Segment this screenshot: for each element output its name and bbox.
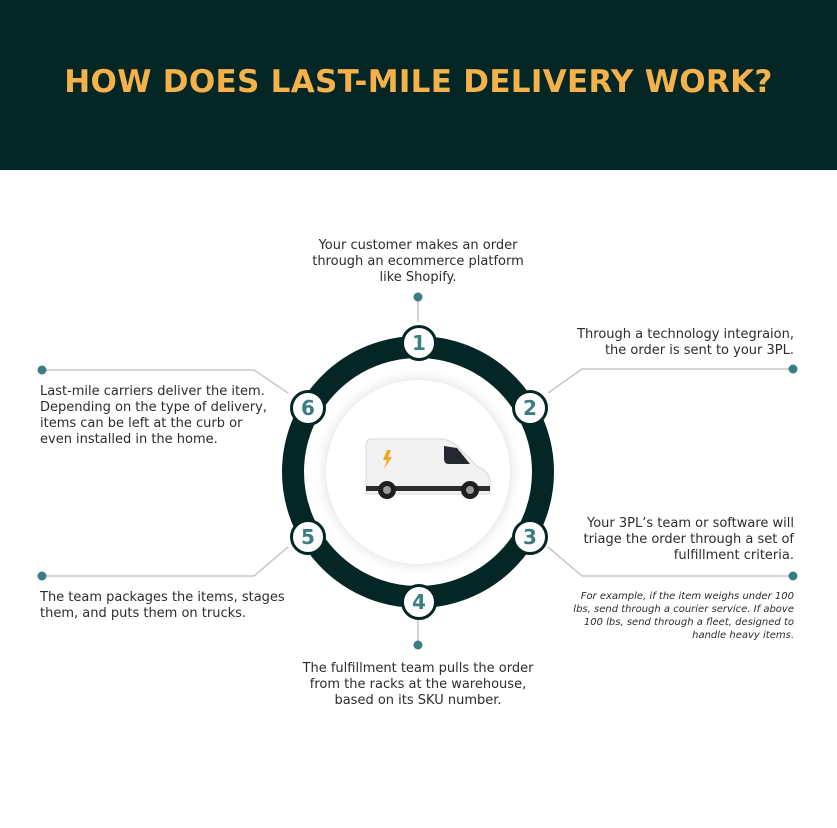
step-6-text: Last-mile carriers deliver the item. Dep… xyxy=(40,384,267,447)
step-5-badge: 5 xyxy=(290,519,326,555)
step-3-note: For example, if the item weighs under 10… xyxy=(573,591,794,641)
connector-2 xyxy=(547,368,793,394)
step-3-badge: 3 xyxy=(512,519,548,555)
step-5-text: The team packages the items, stages them… xyxy=(40,590,285,621)
page-title: HOW DOES LAST-MILE DELIVERY WORK? xyxy=(64,64,773,100)
header-banner: HOW DOES LAST-MILE DELIVERY WORK? xyxy=(0,0,837,170)
connector-dot-3 xyxy=(788,571,798,581)
step-2-badge: 2 xyxy=(512,390,548,426)
step-1-text: Your customer makes an order through an … xyxy=(312,238,524,285)
connector-5 xyxy=(42,546,289,577)
step-6-badge: 6 xyxy=(290,390,326,426)
connector-lines xyxy=(42,297,793,645)
delivery-van-icon xyxy=(365,438,491,499)
connector-dot-5 xyxy=(37,571,47,581)
connector-dot-2 xyxy=(788,364,798,374)
connector-6 xyxy=(42,369,289,394)
step-4-badge: 4 xyxy=(401,584,437,620)
step-3-text: Your 3PL’s team or software will triage … xyxy=(583,516,794,563)
connector-3 xyxy=(547,546,793,577)
connector-dot-1 xyxy=(413,292,423,302)
step-4-text: The fulfillment team pulls the order fro… xyxy=(302,661,534,708)
step-2-text: Through a technology integraion, the ord… xyxy=(577,327,794,358)
lightning-icon xyxy=(383,450,392,469)
connector-dot-4 xyxy=(413,640,423,650)
connector-dot-6 xyxy=(37,365,47,375)
step-1-badge: 1 xyxy=(401,325,437,361)
